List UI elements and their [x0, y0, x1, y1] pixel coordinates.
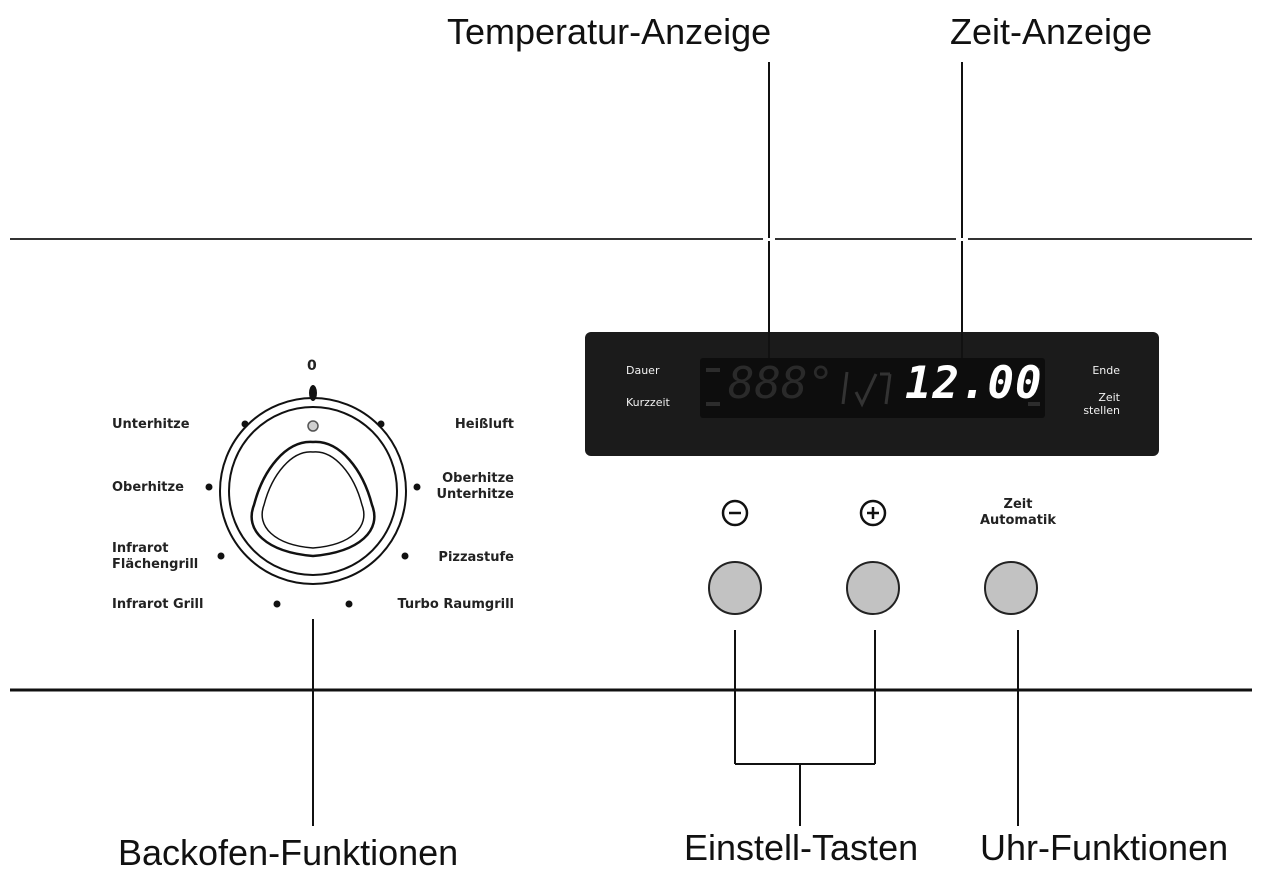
temperature-display-callout: Temperatur-Anzeige — [447, 11, 772, 52]
dial-function-infrarot-grill[interactable]: Infrarot Grill — [112, 597, 204, 612]
dial-function-heissluft[interactable]: Heißluft — [454, 417, 514, 432]
dial-function-pizzastufe[interactable]: Pizzastufe — [438, 550, 514, 565]
minus-circle-icon — [721, 499, 749, 527]
dial-function-oberhitze-unterhitze[interactable]: Oberhitze Unterhitze — [436, 471, 514, 502]
timer-button-caption: Zeit Automatik — [979, 497, 1057, 528]
display-window — [700, 358, 1045, 418]
check-icon — [854, 372, 892, 408]
display-marker — [1028, 368, 1040, 372]
time-readout: 12.00 — [905, 358, 1043, 409]
dial-function-unterhitze[interactable]: Unterhitze — [112, 417, 190, 432]
adjust-keys-callout: Einstell-Tasten — [684, 827, 919, 868]
plus-button[interactable] — [846, 561, 900, 615]
dial-function-infrarot-flaechengrill[interactable]: Infrarot Flächengrill — [112, 541, 199, 572]
dial-off-label: 0 — [307, 358, 317, 374]
plus-circle-icon — [859, 499, 887, 527]
display-marker — [706, 402, 720, 406]
clock-functions-callout: Uhr-Funktionen — [980, 827, 1229, 868]
temperature-readout: 888° — [728, 358, 834, 409]
oven-functions-callout: Backofen-Funktionen — [118, 832, 459, 873]
timer-automatic-button[interactable] — [984, 561, 1038, 615]
display-label-ende: Ende — [1092, 364, 1120, 377]
dial-function-oberhitze[interactable]: Oberhitze — [112, 480, 184, 495]
display-marker — [1028, 402, 1040, 406]
display-label-dauer: Dauer — [626, 364, 660, 377]
minus-button[interactable] — [708, 561, 762, 615]
function-dial-knob — [250, 440, 376, 558]
display-marker — [706, 368, 720, 372]
thermometer-icon — [841, 371, 849, 405]
dial-function-turbo-raumgrill[interactable]: Turbo Raumgrill — [397, 597, 514, 612]
dial-indicator-dot — [307, 420, 319, 432]
display-label-zeit-stellen: Zeit stellen — [1083, 391, 1120, 417]
display-label-kurzzeit: Kurzzeit — [626, 396, 670, 409]
dial-zero-marker — [309, 385, 317, 401]
time-display-callout: Zeit-Anzeige — [950, 11, 1153, 52]
